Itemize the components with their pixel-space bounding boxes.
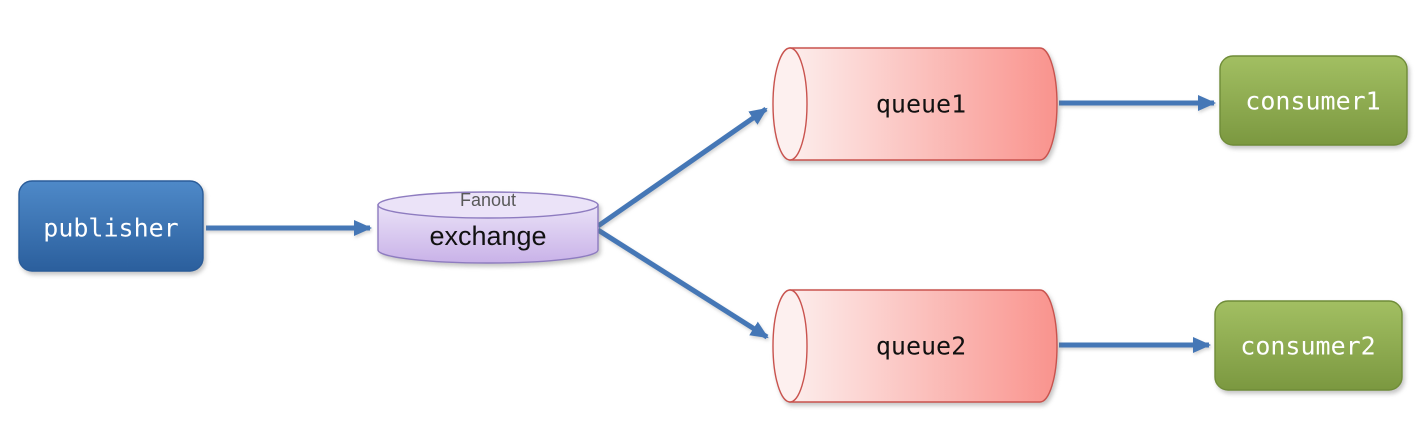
publisher-node: publisher — [18, 180, 204, 272]
edge-exchange-queue1 — [596, 106, 768, 229]
exchange-node: Fanout exchange — [377, 190, 599, 264]
consumer1-box — [1219, 55, 1408, 146]
queue2-label: queue2 — [876, 332, 966, 361]
consumer2-node: consumer2 — [1214, 300, 1403, 391]
queue1-cylinder-cap — [772, 47, 808, 161]
exchange-type-label: Fanout — [460, 190, 516, 210]
exchange-cylinder-body — [377, 204, 599, 264]
consumer1-label: consumer1 — [1245, 87, 1380, 116]
consumer2-label: consumer2 — [1240, 332, 1375, 361]
queue2-node: queue2 — [772, 289, 1058, 403]
consumer1-node: consumer1 — [1219, 55, 1408, 146]
edge-exchange-queue2 — [596, 227, 769, 340]
queue2-cylinder-cap — [772, 289, 808, 403]
publisher-label: publisher — [43, 214, 178, 243]
exchange-cylinder-top — [377, 191, 599, 219]
consumer2-box — [1214, 300, 1403, 391]
queue2-cylinder-body — [789, 289, 1058, 403]
publisher-box — [18, 180, 204, 272]
exchange-label: exchange — [429, 221, 546, 251]
queue1-cylinder-body — [789, 47, 1058, 161]
queue1-node: queue1 — [772, 47, 1058, 161]
queue1-label: queue1 — [876, 90, 966, 119]
